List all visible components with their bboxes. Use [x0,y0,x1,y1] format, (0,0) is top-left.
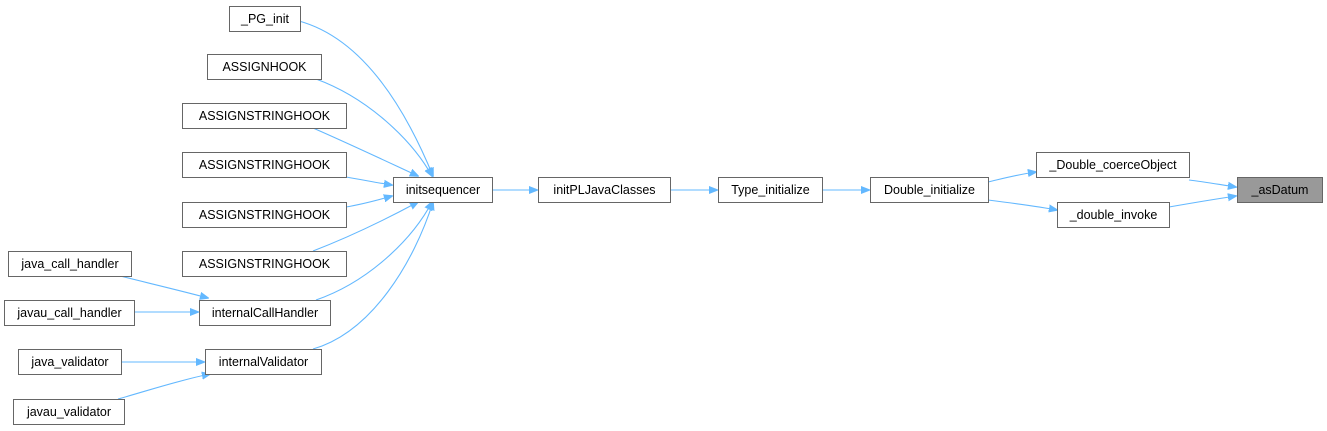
node-label: ASSIGNSTRINGHOOK [199,109,331,123]
node-box [1036,152,1190,178]
node-label: javau_validator [26,405,111,419]
node-ash1[interactable]: ASSIGNSTRINGHOOK [182,103,347,129]
node-_Double_coerceObject[interactable]: _Double_coerceObject [1036,152,1190,178]
node-box [182,251,347,277]
node-box [199,300,331,326]
node-label: ASSIGNSTRINGHOOK [199,208,331,222]
node-label: _double_invoke [1069,208,1158,222]
node-label: ASSIGNHOOK [222,60,307,74]
node-label: _Double_coerceObject [1048,158,1177,172]
edge-ash2-to-initsequencer [345,176,392,185]
node-label: initsequencer [406,183,480,197]
edge-internalCallHandler-to-initsequencer [315,202,432,301]
node-box [8,251,132,277]
node-internalCallHandler[interactable]: internalCallHandler [199,300,331,326]
node-pg_init[interactable]: _PG_init [229,6,301,32]
node-label: Double_initialize [884,183,975,197]
node-box [207,54,322,80]
node-ash2[interactable]: ASSIGNSTRINGHOOK [182,152,347,178]
edge-ash1-to-initsequencer [312,127,418,176]
node-java_validator[interactable]: java_validator [18,349,122,375]
node-box [229,6,301,32]
node-box [205,349,322,375]
node-label: _PG_init [240,12,289,26]
node-box [4,300,135,326]
edge-assignhook-to-initsequencer [315,78,432,176]
node-initsequencer[interactable]: initsequencer [393,177,493,203]
edge-javau_validator-to-internalValidator [117,374,210,400]
node-Double_initialize[interactable]: Double_initialize [870,177,989,203]
node-box [182,202,347,228]
edge-internalValidator-to-initsequencer [312,202,433,350]
node-label: _asDatum [1251,183,1309,197]
node-box [13,399,125,425]
node-box [182,152,347,178]
node-Type_initialize[interactable]: Type_initialize [718,177,823,203]
node-initPLJavaClasses[interactable]: initPLJavaClasses [538,177,671,203]
edge-ash3-to-initsequencer [345,196,392,208]
node-label: javau_call_handler [16,306,121,320]
edge-_double_invoke-to-_asDatum [1168,196,1236,208]
edge-ash4-to-initsequencer [312,202,418,252]
node-label: java_call_handler [20,257,118,271]
node-ash4[interactable]: ASSIGNSTRINGHOOK [182,251,347,277]
node-box [393,177,493,203]
node-assignhook[interactable]: ASSIGNHOOK [207,54,322,80]
node-label: Type_initialize [731,183,810,197]
edge-java_call_handler-to-internalCallHandler [119,275,208,298]
node-box [1237,177,1323,203]
node-java_call_handler[interactable]: java_call_handler [8,251,132,277]
node-_asDatum[interactable]: _asDatum [1237,177,1323,203]
node-label: java_validator [30,355,108,369]
node-box [182,103,347,129]
node-label: ASSIGNSTRINGHOOK [199,257,331,271]
node-box [870,177,989,203]
node-internalValidator[interactable]: internalValidator [205,349,322,375]
node-box [718,177,823,203]
edge-Double_initialize-to-_Double_coerceObject [987,172,1036,183]
node-javau_call_handler[interactable]: javau_call_handler [4,300,135,326]
node-box [18,349,122,375]
node-label: internalValidator [219,355,308,369]
edge-Double_initialize-to-_double_invoke [987,199,1057,210]
node-ash3[interactable]: ASSIGNSTRINGHOOK [182,202,347,228]
node-label: internalCallHandler [212,306,318,320]
node-label: initPLJavaClasses [553,183,655,197]
node-_double_invoke[interactable]: _double_invoke [1057,202,1170,228]
node-box [1057,202,1170,228]
node-javau_validator[interactable]: javau_validator [13,399,125,425]
node-label: ASSIGNSTRINGHOOK [199,158,331,172]
edge-pg_init-to-initsequencer [298,20,433,176]
node-box [538,177,671,203]
edge-_Double_coerceObject-to-_asDatum [1188,179,1236,187]
edge-layer [117,20,1236,400]
